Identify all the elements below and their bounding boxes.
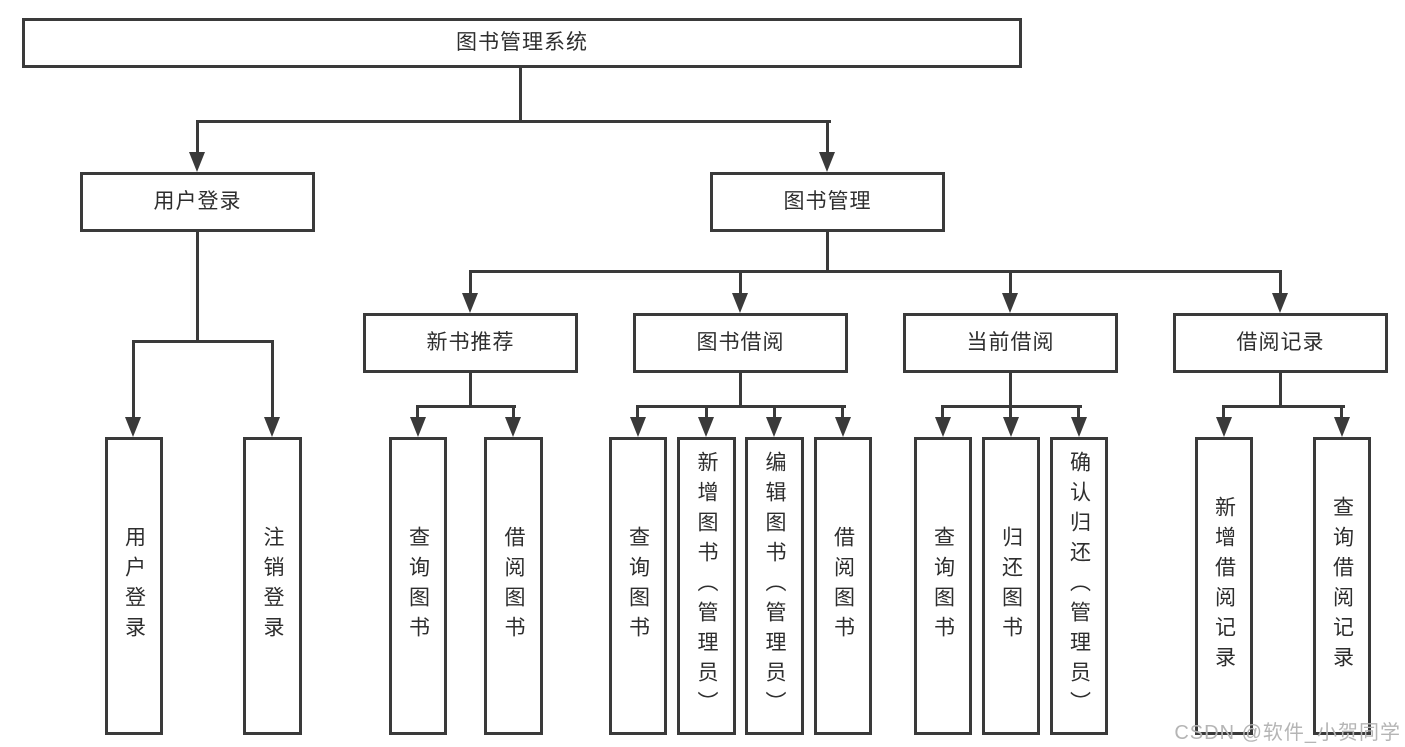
arrow-down-icon — [1216, 417, 1232, 437]
arrow-down-icon — [935, 417, 951, 437]
connector-line — [132, 340, 274, 343]
connector-line — [196, 232, 199, 342]
arrow-down-icon — [1334, 417, 1350, 437]
connector-line — [469, 270, 1282, 273]
connector-line — [416, 405, 419, 419]
connector-line — [519, 68, 522, 123]
node-book-management: 图书管理 — [710, 172, 945, 232]
leaf-add-borrow-record: 新增借阅记录 — [1195, 437, 1253, 735]
node-book-borrowing: 图书借阅 — [633, 313, 848, 373]
connector-line — [1222, 405, 1225, 419]
connector-line — [941, 405, 944, 419]
arrow-down-icon — [819, 152, 835, 172]
arrow-down-icon — [766, 417, 782, 437]
connector-line — [705, 405, 708, 419]
arrow-down-icon — [125, 417, 141, 437]
node-new-book-recommendation: 新书推荐 — [363, 313, 578, 373]
node-library-management-system: 图书管理系统 — [22, 18, 1022, 68]
connector-line — [196, 120, 831, 123]
connector-line — [841, 405, 844, 419]
connector-line — [1222, 405, 1345, 408]
arrow-down-icon — [630, 417, 646, 437]
connector-line — [636, 405, 639, 419]
node-current-borrowing: 当前借阅 — [903, 313, 1118, 373]
connector-line — [512, 405, 515, 419]
leaf-query-books-borrow: 查询图书 — [609, 437, 667, 735]
leaf-edit-books-admin: 编辑图书（管理员） — [745, 437, 804, 735]
connector-line — [1009, 405, 1012, 419]
connector-line — [132, 340, 135, 418]
connector-line — [773, 405, 776, 419]
connector-line — [469, 373, 472, 407]
arrow-down-icon — [1002, 293, 1018, 313]
leaf-user-login: 用户登录 — [105, 437, 163, 735]
connector-line — [271, 340, 274, 418]
leaf-logout: 注销登录 — [243, 437, 302, 735]
connector-line — [1009, 373, 1012, 407]
connector-line — [416, 405, 516, 408]
leaf-return-books: 归还图书 — [982, 437, 1040, 735]
leaf-confirm-return-admin: 确认归还（管理员） — [1050, 437, 1108, 735]
connector-line — [1279, 270, 1282, 295]
leaf-query-books-recommend: 查询图书 — [389, 437, 447, 735]
leaf-add-books-admin: 新增图书（管理员） — [677, 437, 736, 735]
leaf-borrow-books-recommend: 借阅图书 — [484, 437, 543, 735]
connector-line — [636, 405, 846, 408]
arrow-down-icon — [732, 293, 748, 313]
node-borrowing-records: 借阅记录 — [1173, 313, 1388, 373]
arrow-down-icon — [505, 417, 521, 437]
leaf-borrow-books: 借阅图书 — [814, 437, 872, 735]
connector-line — [1340, 405, 1343, 419]
leaf-query-books-current: 查询图书 — [914, 437, 972, 735]
connector-line — [826, 120, 829, 155]
arrow-down-icon — [1071, 417, 1087, 437]
connector-line — [739, 270, 742, 295]
connector-line — [739, 373, 742, 407]
connector-line — [1077, 405, 1080, 419]
csdn-watermark: CSDN @软件_小贺同学 — [1174, 722, 1401, 744]
arrow-down-icon — [264, 417, 280, 437]
arrow-down-icon — [1003, 417, 1019, 437]
connector-line — [1279, 373, 1282, 407]
arrow-down-icon — [698, 417, 714, 437]
arrow-down-icon — [1272, 293, 1288, 313]
arrow-down-icon — [835, 417, 851, 437]
arrow-down-icon — [189, 152, 205, 172]
arrow-down-icon — [410, 417, 426, 437]
node-user-login: 用户登录 — [80, 172, 315, 232]
connector-line — [826, 232, 829, 273]
arrow-down-icon — [462, 293, 478, 313]
leaf-query-borrow-record: 查询借阅记录 — [1313, 437, 1371, 735]
connector-line — [196, 120, 199, 155]
connector-line — [1009, 270, 1012, 295]
connector-line — [469, 270, 472, 295]
